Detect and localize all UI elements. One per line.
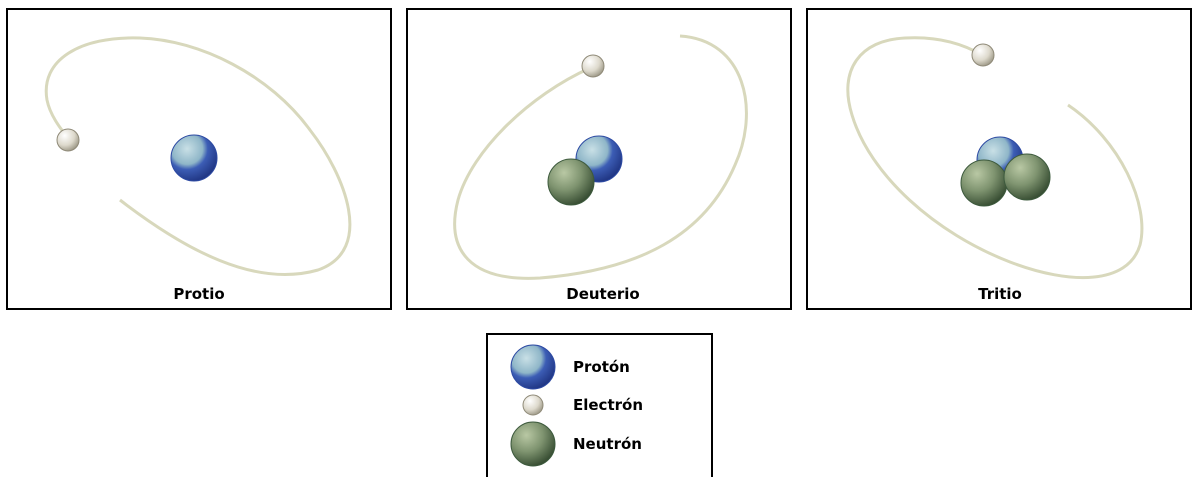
electron — [56, 128, 80, 152]
panel-tritio: Tritio — [806, 8, 1192, 310]
neutron — [1003, 153, 1051, 201]
legend-label-neutron: Neutrón — [573, 435, 642, 453]
neutron — [960, 159, 1008, 207]
legend-label-proton: Protón — [573, 358, 630, 376]
electron — [971, 43, 995, 67]
panel-deuterio: Deuterio — [406, 8, 792, 310]
electron — [581, 54, 605, 78]
panel-label: Deuterio — [566, 285, 640, 303]
orbit-path — [846, 36, 1144, 279]
neutron-icon — [510, 421, 556, 467]
proton-icon — [510, 344, 556, 390]
panel-label: Tritio — [978, 285, 1022, 303]
orbit-path — [453, 34, 748, 280]
proton — [170, 134, 218, 182]
legend: Protón Electrón Neutrón — [486, 333, 713, 477]
orbit-path — [44, 36, 352, 277]
panel-protio: Protio — [6, 8, 392, 310]
electron-icon — [522, 394, 544, 416]
legend-label-electron: Electrón — [573, 396, 643, 414]
neutron — [547, 158, 595, 206]
panel-label: Protio — [173, 285, 224, 303]
